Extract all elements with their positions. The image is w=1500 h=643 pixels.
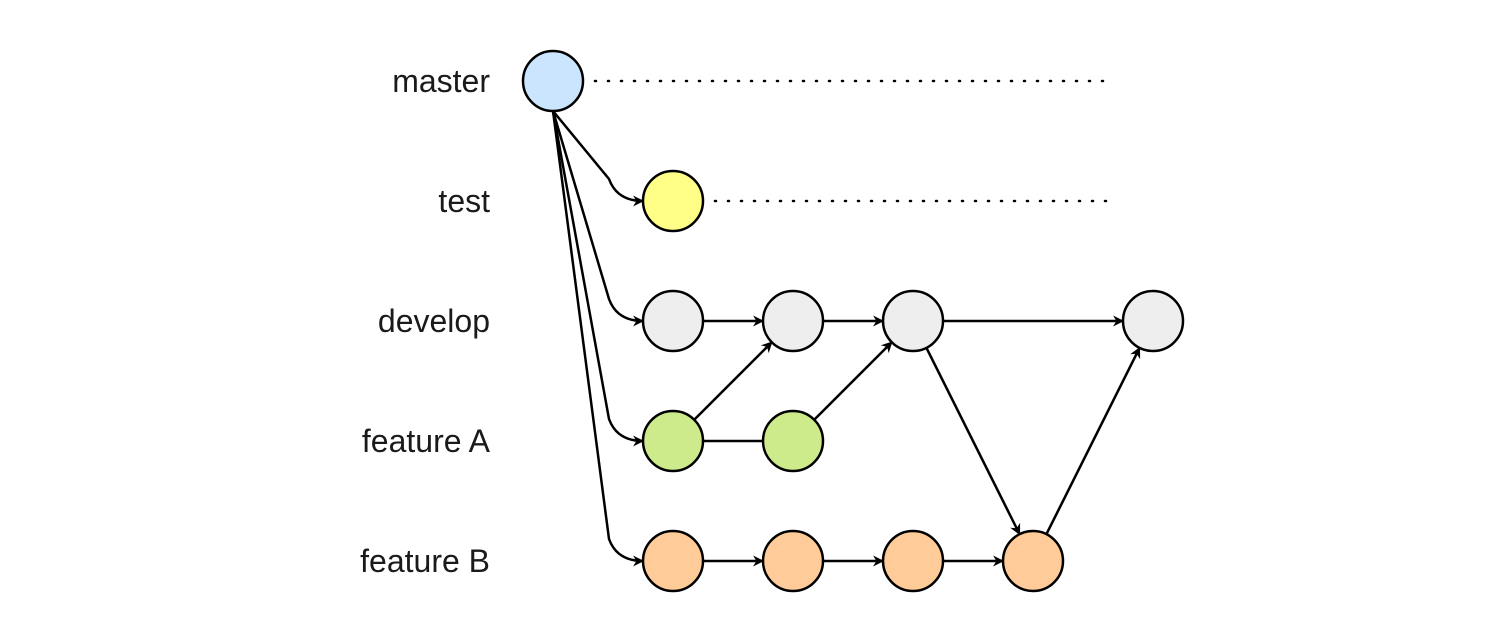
branch-label-master: master — [392, 63, 490, 99]
branch-label-featureA: feature A — [362, 423, 491, 459]
edge-a2-to-d3 — [813, 341, 893, 421]
branch-label-featureB: feature B — [360, 543, 490, 579]
edge-m1-to-d1 — [551, 110, 645, 327]
commit-node-d1 — [641, 289, 705, 353]
edge-m1-to-b1 — [551, 110, 645, 567]
commit-node-b3 — [881, 529, 945, 593]
commit-node-b2 — [761, 529, 825, 593]
commit-node-t1 — [641, 169, 705, 233]
edge-a1-to-d2 — [693, 341, 773, 421]
edge-m1-to-t1 — [552, 110, 645, 207]
commit-node-d3 — [881, 289, 945, 353]
commit-edges — [551, 110, 1141, 567]
commit-nodes — [521, 49, 1185, 593]
commit-node-a1 — [641, 409, 705, 473]
commit-node-d2 — [761, 289, 825, 353]
branch-label-develop: develop — [378, 303, 490, 339]
branch-label-test: test — [438, 183, 490, 219]
commit-node-d4 — [1121, 289, 1185, 353]
branch-labels: master test develop feature A feature B — [360, 63, 491, 579]
branch-continuations — [593, 79, 1117, 203]
commit-node-a2 — [761, 409, 825, 473]
edge-d3-to-b4 — [925, 347, 1021, 536]
commit-node-m1 — [521, 49, 585, 113]
commit-node-b4 — [1001, 529, 1065, 593]
commit-node-b1 — [641, 529, 705, 593]
edge-b4-to-d4 — [1045, 346, 1141, 535]
edge-m1-to-a1 — [551, 110, 645, 447]
